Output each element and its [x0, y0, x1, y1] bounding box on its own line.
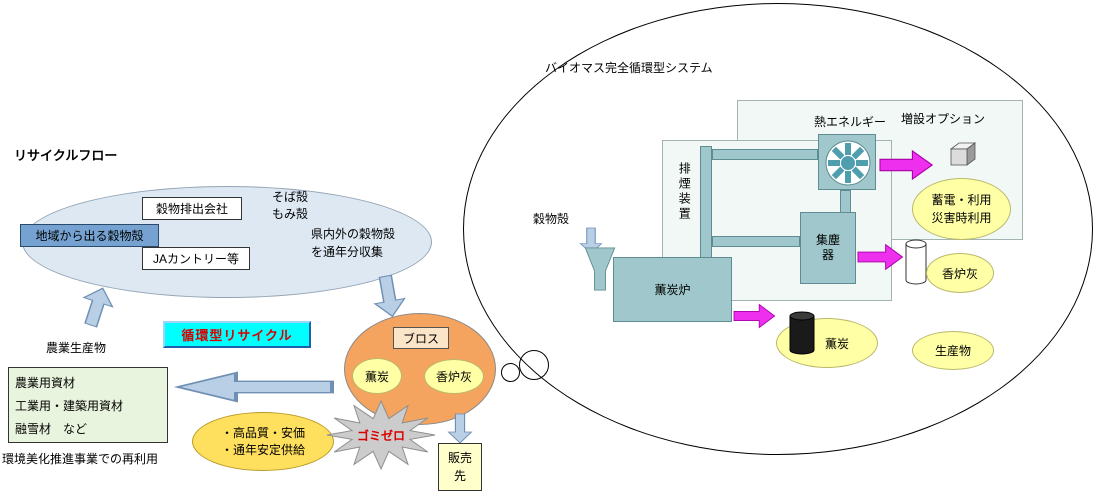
biomass-system-title: バイオマス完全循環型システム: [545, 61, 713, 75]
ash-output-arrow: [857, 243, 904, 271]
flue-pipe-vertical: [700, 146, 712, 268]
storage-use-label: 蓄電・利用 災害時利用: [931, 193, 992, 225]
products-label: 生産物: [934, 344, 971, 358]
sales-label: 販売先: [447, 451, 472, 483]
reuse-note: 環境美化推進事業での再利用: [2, 452, 159, 466]
charcoal-output-label: 薫炭: [825, 337, 850, 351]
materials-line-2: 工業用・建築用資材: [15, 399, 124, 413]
husk-types-label: そば殻 もみ殻: [272, 190, 309, 221]
incense-ash-label: 香炉灰: [435, 370, 472, 384]
ja-country-label: JAカントリー等: [152, 252, 239, 266]
quality-note: ・高品質・安価 ・通年安定供給: [220, 425, 305, 457]
charcoal-ellipse: 薫炭: [352, 358, 402, 394]
ash-output-ellipse: 香炉灰: [926, 253, 994, 293]
charcoal-furnace-label: 薫炭炉: [654, 283, 691, 297]
flow-arrow-to-output: [373, 274, 406, 318]
ash-cylinder-icon: [905, 239, 927, 285]
cycle-recycle-label: 循環型リサイクル: [181, 328, 293, 343]
charcoal-output-arrow: [733, 303, 776, 329]
callout-circle-small: [501, 363, 520, 382]
expansion-option-label: 増設オプション: [901, 112, 986, 126]
heat-output-arrow: [879, 149, 934, 181]
flow-arrow-to-materials: [173, 371, 334, 403]
charcoal-cylinder-icon: [789, 311, 815, 355]
flue-pipe-to-fan: [712, 149, 818, 160]
grain-company-label: 穀物排出会社: [155, 202, 228, 216]
storage-use-ellipse: 蓄電・利用 災害時利用: [912, 178, 1011, 240]
zero-garbage-label: ゴミゼロ: [356, 429, 405, 443]
recycle-flow-title: リサイクルフロー: [14, 148, 118, 163]
flue-device-label: 排煙装置: [677, 162, 692, 222]
charcoal-label: 薫炭: [364, 369, 389, 384]
collect-note: 県内外の穀物殻 を通年分収集: [311, 227, 396, 259]
fan-icon: [825, 140, 871, 186]
ja-country-box: JAカントリー等: [142, 247, 250, 270]
grain-husk-input-label: 穀物殻: [533, 212, 570, 226]
materials-line-1: 農業用資材: [15, 376, 76, 390]
dust-collector: 集塵器: [800, 212, 856, 284]
fan-unit: [818, 134, 876, 190]
heat-energy-label: 熱エネルギー: [814, 115, 887, 129]
cycle-recycle-box: 循環型リサイクル: [163, 321, 311, 348]
flow-arrow-to-source: [82, 287, 114, 328]
storage-cube-icon: [949, 142, 977, 166]
quality-ellipse: ・高品質・安価 ・通年安定供給: [192, 412, 334, 471]
incense-ash-ellipse: 香炉灰: [424, 359, 484, 394]
pipe-to-collector: [712, 236, 800, 247]
products-ellipse: 生産物: [912, 331, 994, 370]
flow-arrow-to-sales: [447, 413, 473, 444]
dust-collector-label: 集塵器: [815, 233, 840, 262]
bros-label: ブロス: [402, 331, 439, 346]
region-husk-label: 地域から出る穀物殻: [35, 229, 144, 243]
sales-box: 販売先: [438, 443, 482, 491]
hopper-icon: [584, 247, 616, 291]
ash-output-label: 香炉灰: [941, 266, 978, 281]
agri-products-label: 農業生産物: [46, 341, 107, 355]
charcoal-furnace: 薫炭炉: [613, 257, 732, 322]
materials-line-3: 融雪材 など: [15, 422, 88, 436]
bros-box: ブロス: [393, 327, 449, 349]
zero-garbage-burst: [326, 399, 436, 471]
region-husk-box: 地域から出る穀物殻: [20, 224, 159, 247]
materials-box: 農業用資材 工業用・建築用資材 融雪材 など: [8, 367, 168, 443]
grain-company-box: 穀物排出会社: [142, 197, 242, 220]
callout-circle-large: [519, 350, 549, 380]
